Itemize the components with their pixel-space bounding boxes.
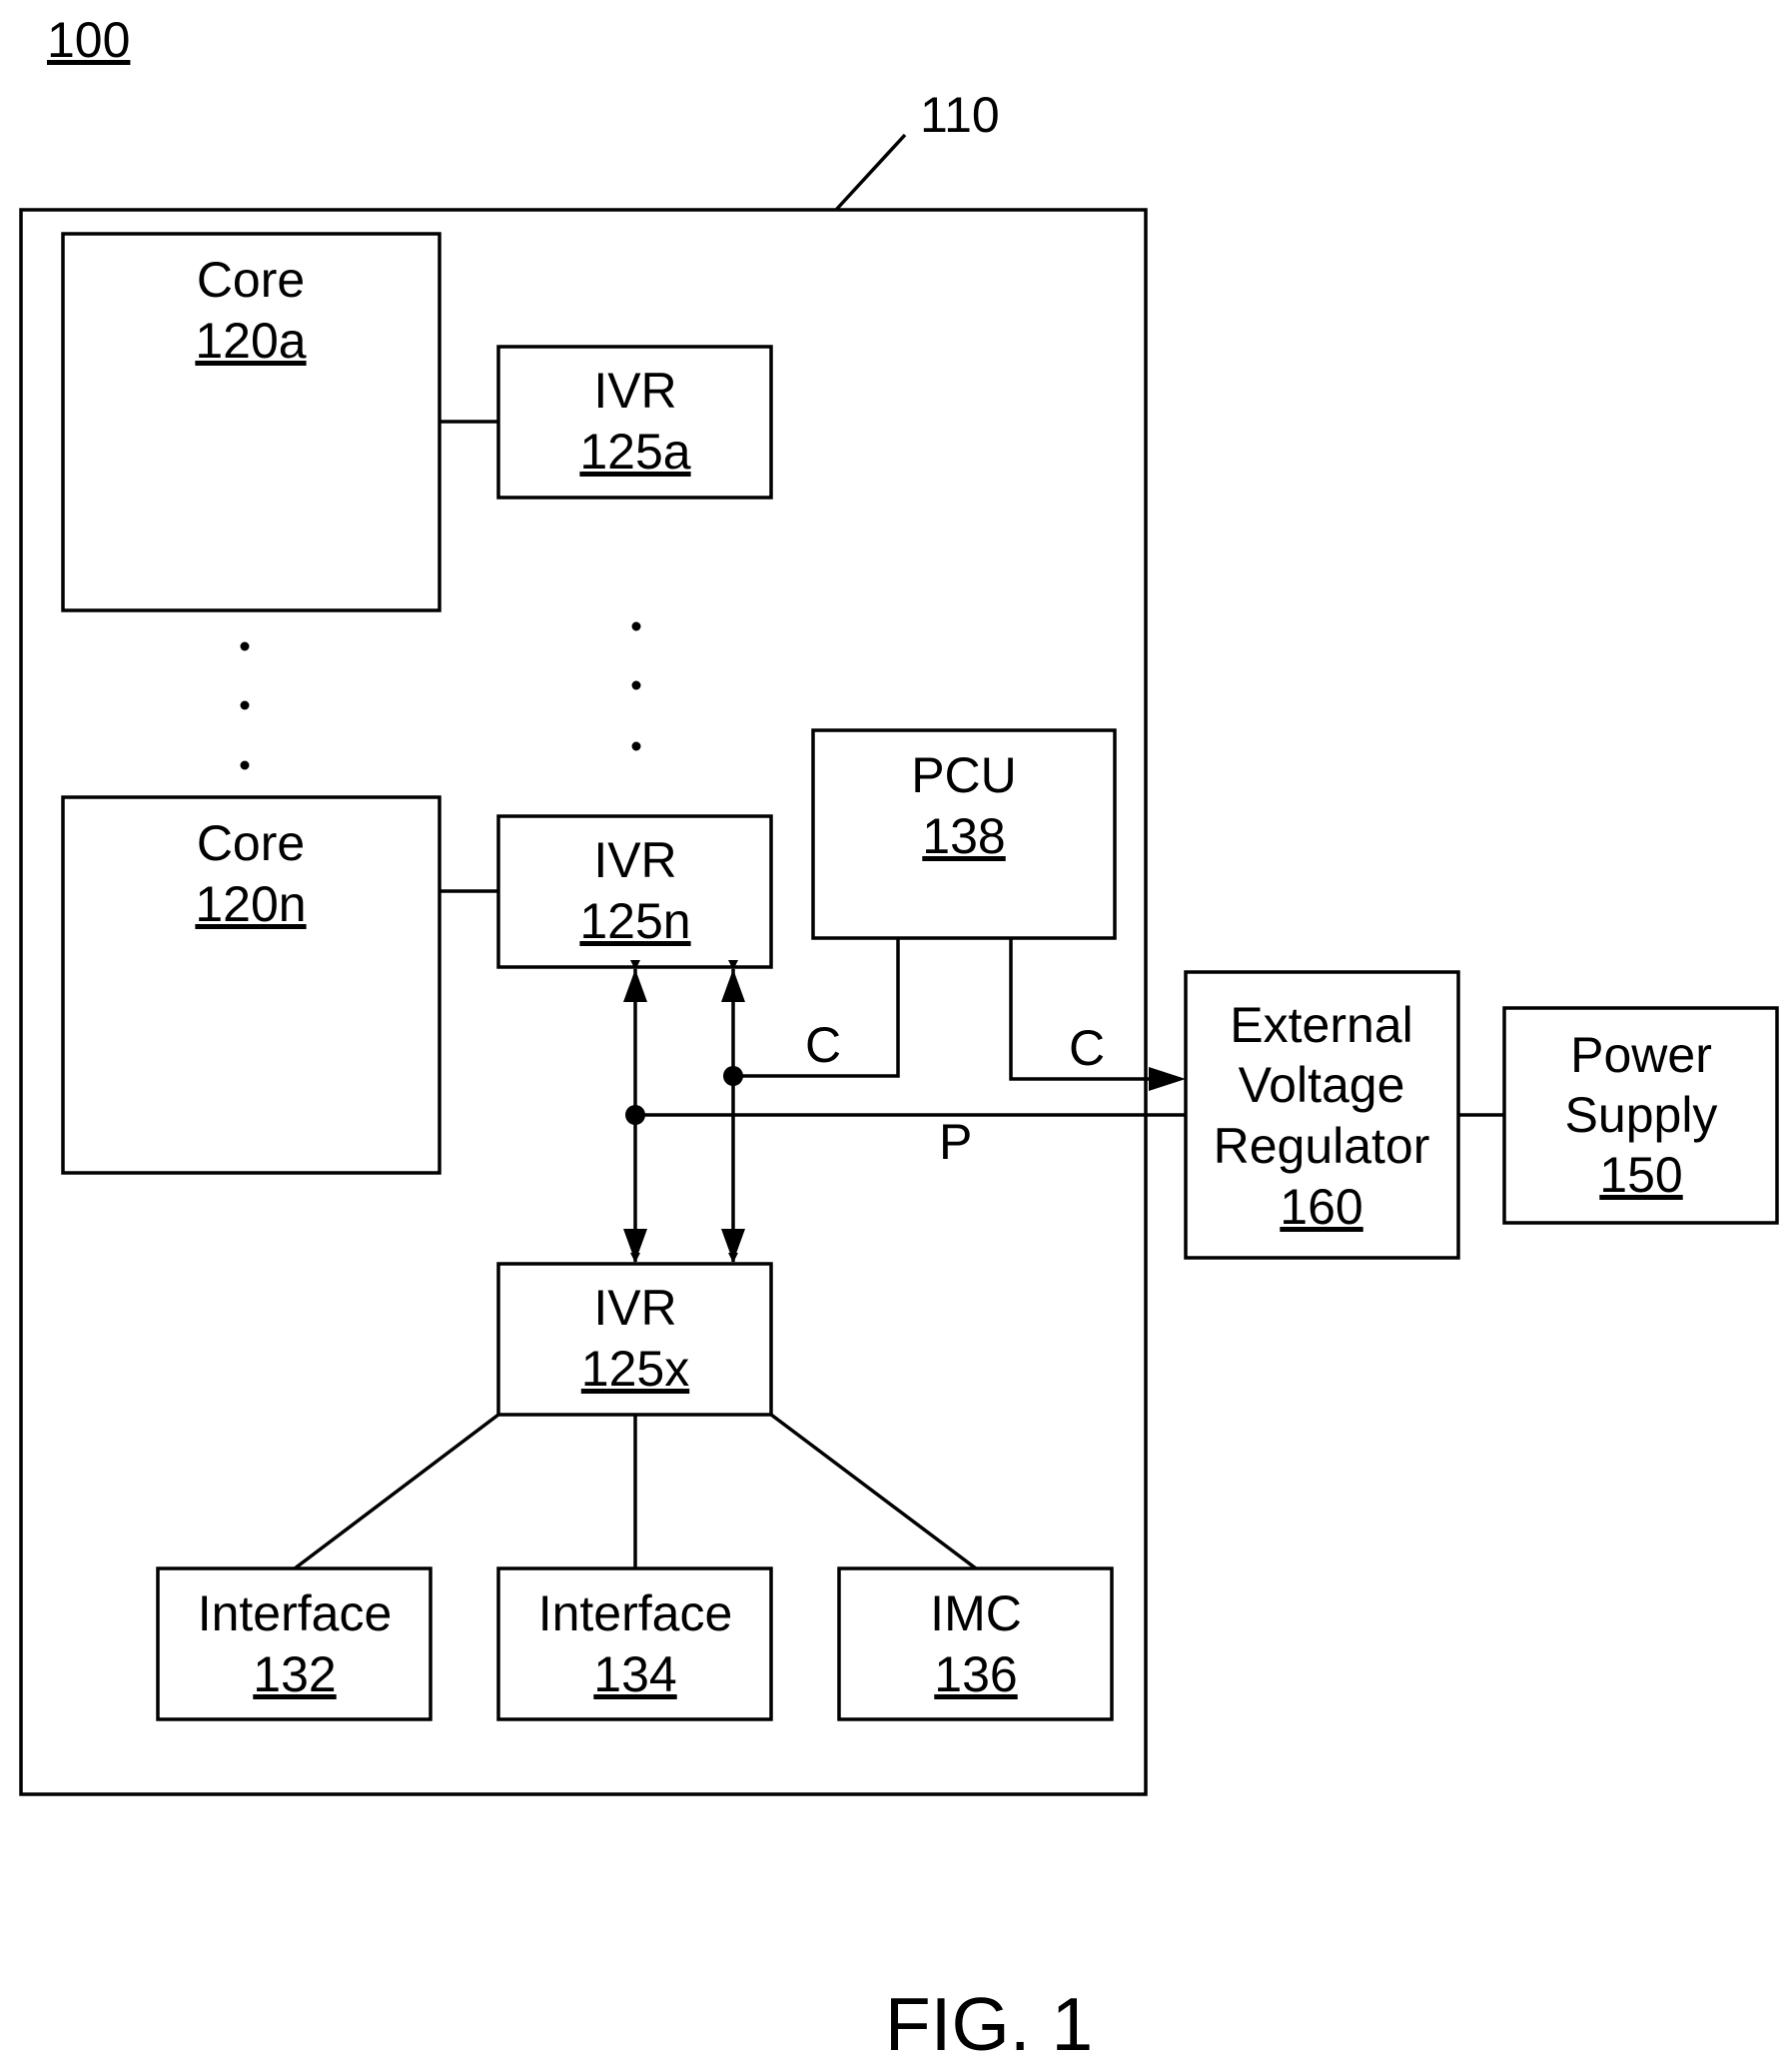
power-label: P bbox=[939, 1114, 972, 1170]
pcu-138-title: PCU bbox=[911, 747, 1017, 803]
ivr-125x-ref: 125x bbox=[581, 1341, 689, 1397]
chip-leader-line bbox=[836, 135, 905, 210]
evr-160-ref: 160 bbox=[1280, 1179, 1362, 1235]
ivr-125a-title: IVR bbox=[593, 363, 676, 419]
evr-160-line2: Voltage bbox=[1239, 1057, 1405, 1113]
control-junction-dot bbox=[723, 1066, 743, 1086]
ivr-125a-ref: 125a bbox=[579, 424, 690, 480]
pcu-to-evr-arrow-head bbox=[1149, 1067, 1186, 1091]
ivr-125n-ref: 125n bbox=[579, 893, 690, 949]
core-120n-title: Core bbox=[197, 815, 305, 871]
power-junction-dot bbox=[625, 1105, 645, 1125]
control-right-label: C bbox=[1069, 1020, 1105, 1076]
psu-150-line2: Supply bbox=[1565, 1087, 1718, 1143]
figure-number: 100 bbox=[47, 12, 130, 68]
interface-132-title: Interface bbox=[198, 1585, 393, 1641]
imc-136-title: IMC bbox=[930, 1585, 1022, 1641]
core-120a-ref: 120a bbox=[195, 313, 306, 369]
psu-150-ref: 150 bbox=[1599, 1147, 1682, 1203]
interface-134-ref: 134 bbox=[593, 1646, 676, 1702]
interface-132-ref: 132 bbox=[253, 1646, 336, 1702]
control-left-label: C bbox=[805, 1017, 841, 1073]
chip-ref-label: 110 bbox=[920, 87, 1000, 143]
pcu-138-ref: 138 bbox=[922, 808, 1005, 864]
core-120a-title: Core bbox=[197, 252, 305, 308]
evr-160-line1: External bbox=[1230, 997, 1412, 1053]
ivr-125x-title: IVR bbox=[593, 1280, 676, 1336]
interface-134-title: Interface bbox=[538, 1585, 733, 1641]
imc-136-ref: 136 bbox=[934, 1646, 1017, 1702]
figure-caption: FIG. 1 bbox=[885, 1982, 1093, 2065]
core-120n-ref: 120n bbox=[195, 876, 306, 932]
ivr-125n-title: IVR bbox=[593, 832, 676, 888]
psu-150-line1: Power bbox=[1570, 1027, 1712, 1083]
evr-160-line3: Regulator bbox=[1214, 1118, 1430, 1174]
